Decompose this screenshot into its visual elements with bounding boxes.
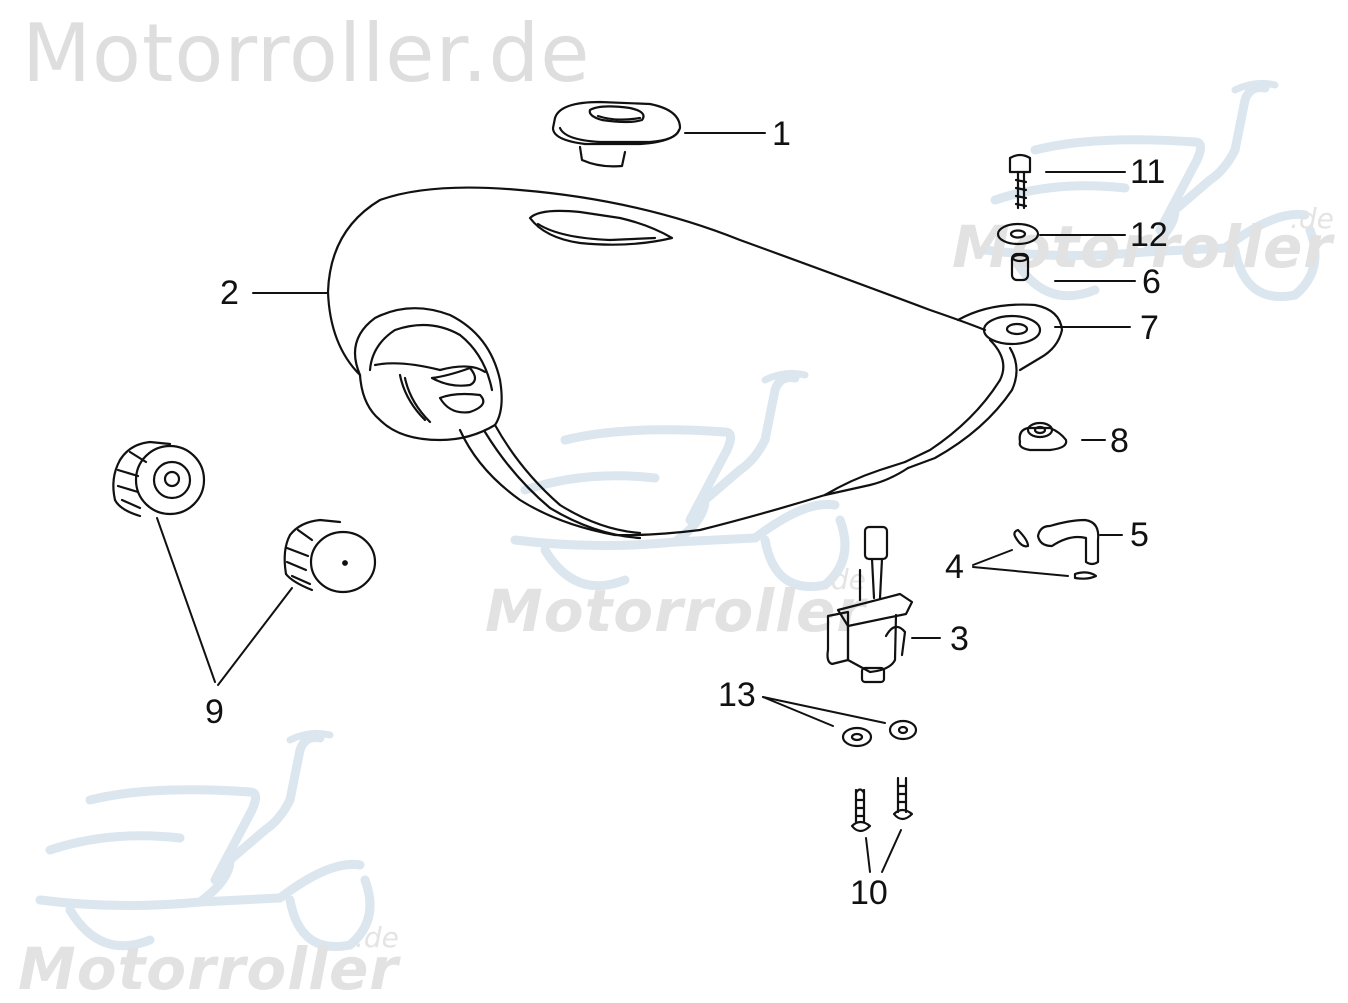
callout-4: 4 bbox=[945, 548, 964, 586]
fuel-tank-drawing bbox=[326, 186, 1064, 540]
callout-11: 11 bbox=[1130, 153, 1166, 191]
watermark-brand-bottom-left: Motorroller bbox=[18, 935, 399, 1003]
callout-12: 12 bbox=[1130, 216, 1168, 254]
callout-5: 5 bbox=[1130, 516, 1149, 554]
watermark-title: Motorroller.de bbox=[22, 7, 591, 100]
hose-clip-drawing bbox=[1013, 528, 1098, 580]
callout-7: 7 bbox=[1140, 309, 1159, 347]
bolt-drawing bbox=[1008, 153, 1032, 210]
fuel-hose-drawing bbox=[1036, 518, 1100, 566]
leader-lines bbox=[156, 132, 1136, 873]
watermark-suffix-bottom-left: .de bbox=[355, 921, 399, 954]
callout-2: 2 bbox=[220, 274, 239, 312]
rubber-cushions-drawing bbox=[112, 440, 377, 594]
fuel-cap-drawing bbox=[551, 100, 682, 168]
fuel-cock-drawing bbox=[826, 525, 914, 684]
watermark-suffix-top-right: .de bbox=[1290, 202, 1334, 235]
watermark-brand-center: Motorroller bbox=[485, 577, 866, 645]
watermark-brand-top-right: Motorroller bbox=[952, 213, 1333, 281]
collar-drawing bbox=[1010, 252, 1030, 282]
washers-drawing bbox=[841, 719, 918, 748]
callout-10: 10 bbox=[850, 874, 888, 912]
callout-3: 3 bbox=[950, 620, 969, 658]
callout-1: 1 bbox=[772, 115, 791, 153]
callout-13: 13 bbox=[718, 676, 756, 714]
screws-drawing bbox=[850, 776, 914, 833]
callout-8: 8 bbox=[1110, 422, 1129, 460]
washer-drawing bbox=[996, 222, 1040, 246]
callout-9: 9 bbox=[205, 693, 224, 731]
watermark-suffix-center: .de bbox=[822, 563, 866, 596]
nut-drawing bbox=[1018, 421, 1068, 452]
callout-6: 6 bbox=[1142, 263, 1161, 301]
